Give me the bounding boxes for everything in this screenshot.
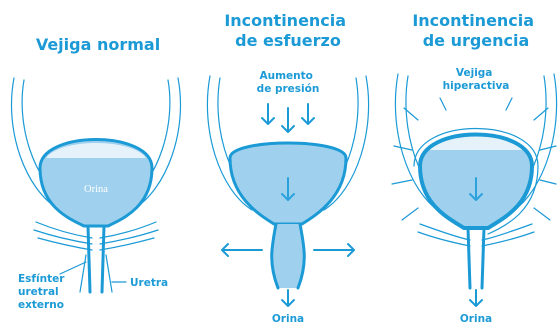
urethra-right-wall — [102, 226, 104, 292]
panel-stress-incontinence: Incontinencia de esfuerzo Aumento de pre… — [207, 11, 368, 325]
urethra-label: Uretra — [130, 277, 168, 289]
panel-urge-title: Incontinencia de urgencia — [412, 11, 539, 50]
panel-normal-bladder: Vejiga normal Orina Esfínter uretral ext… — [12, 35, 181, 311]
urethra-right-wall — [482, 228, 484, 288]
panel-normal-title: Vejiga normal — [36, 35, 160, 54]
leak-arrow-icon — [470, 290, 482, 306]
urine-label: Orina — [84, 184, 108, 195]
sphincter-label: Esfínter uretral externo — [18, 273, 68, 311]
urethra-left-wall — [468, 228, 470, 288]
leak-arrow-icon — [282, 290, 294, 306]
left-arrow-icon — [222, 244, 262, 256]
urethra-left-wall — [88, 226, 90, 292]
pressure-arrows — [262, 104, 314, 132]
stress-urine-label: Orina — [272, 313, 304, 325]
panel-stress-title: Incontinencia de esfuerzo — [224, 11, 351, 50]
panel-urge-incontinence: Incontinencia de urgencia Vejiga hiperac… — [392, 11, 557, 325]
urge-urine-label: Orina — [460, 313, 492, 325]
pressure-label: Aumento de presión — [257, 70, 320, 95]
right-arrow-icon — [314, 244, 354, 256]
overactive-label: Vejiga hiperactiva — [443, 67, 510, 92]
